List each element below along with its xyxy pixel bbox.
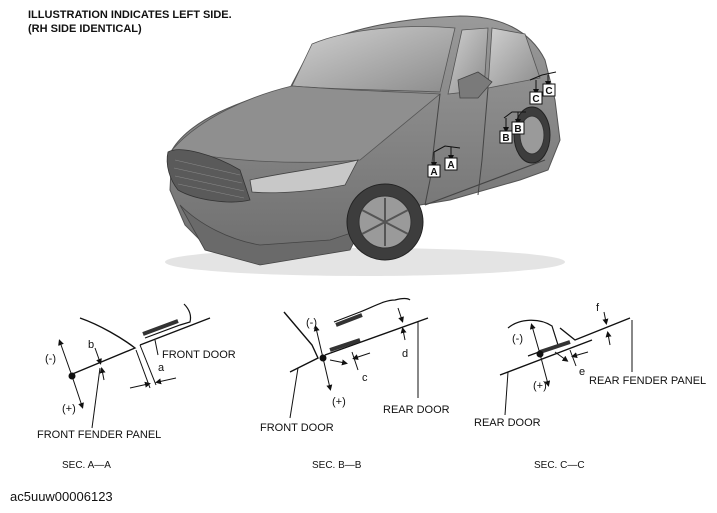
sec-a-front-door: FRONT DOOR: [162, 349, 236, 361]
section-b-diagram: [283, 297, 429, 419]
tag-b-right-text: B: [514, 124, 521, 135]
sec-a-dim-b: b: [88, 339, 94, 351]
sec-a-caption: SEC. A—A: [62, 460, 111, 471]
sec-b-dim-c: c: [362, 372, 368, 384]
sec-a-plus: (+): [62, 403, 76, 415]
sec-b-dim-d: d: [402, 348, 408, 360]
front-wheel-spokes: [361, 198, 409, 246]
tag-c-right: [542, 83, 556, 97]
tag-a-left-text: A: [430, 167, 437, 178]
sec-c-minus: (-): [512, 333, 523, 345]
rear-side-window: [487, 27, 541, 89]
tag-a-right-text: A: [447, 160, 454, 171]
figure-code: ac5uuw00006123: [10, 489, 113, 504]
sec-c-rear-door: REAR DOOR: [474, 417, 541, 429]
tag-a-left: [427, 164, 441, 178]
windshield: [291, 26, 456, 93]
sec-b-rear-door: REAR DOOR: [383, 404, 450, 416]
tag-c-left-text: C: [532, 94, 539, 105]
headlight: [249, 159, 359, 194]
sec-a-minus: (-): [45, 353, 56, 365]
note-line-2: (RH SIDE IDENTICAL): [28, 23, 142, 35]
sec-b-front-door: FRONT DOOR: [260, 422, 334, 434]
sec-b-caption: SEC. B—B: [312, 460, 362, 471]
front-bumper: [179, 204, 361, 266]
sec-c-caption: SEC. C—C: [534, 460, 585, 471]
section-marker-b: [503, 111, 526, 133]
tag-c-right-text: C: [545, 86, 552, 97]
rear-door-line: [477, 87, 489, 196]
sec-a-front-fender-panel: FRONT FENDER PANEL: [37, 429, 161, 441]
sec-c-plus: (+): [533, 380, 547, 392]
sec-c-rear-fender-panel: REAR FENDER PANEL: [589, 375, 706, 387]
illustration-note: ILLUSTRATION INDICATES LEFT SIDE. (RH SI…: [28, 8, 232, 36]
note-line-1: ILLUSTRATION INDICATES LEFT SIDE.: [28, 9, 232, 21]
sec-b-minus: (-): [306, 317, 317, 329]
section-marker-a: [431, 145, 461, 168]
tag-b-right: [511, 121, 525, 135]
section-c-diagram: [499, 311, 633, 416]
rear-wheel-rim: [519, 115, 545, 155]
tag-c-left: [529, 91, 543, 105]
tag-b-left-text: B: [502, 133, 509, 144]
front-door-line: [424, 93, 441, 206]
section-marker-c: [529, 71, 557, 95]
sec-b-plus: (+): [332, 396, 346, 408]
sec-a-dim-a: a: [158, 362, 165, 374]
hood: [171, 85, 442, 163]
tag-b-left: [499, 130, 513, 144]
side-sill: [424, 159, 546, 206]
sec-c-dim-f: f: [596, 302, 600, 314]
section-a-diagram: [58, 303, 211, 429]
car-illustration: [165, 15, 565, 276]
sec-c-dim-e: e: [579, 366, 585, 378]
side-mirror: [457, 71, 493, 99]
tag-a-right: [444, 157, 458, 171]
grille-mesh: [173, 159, 245, 199]
